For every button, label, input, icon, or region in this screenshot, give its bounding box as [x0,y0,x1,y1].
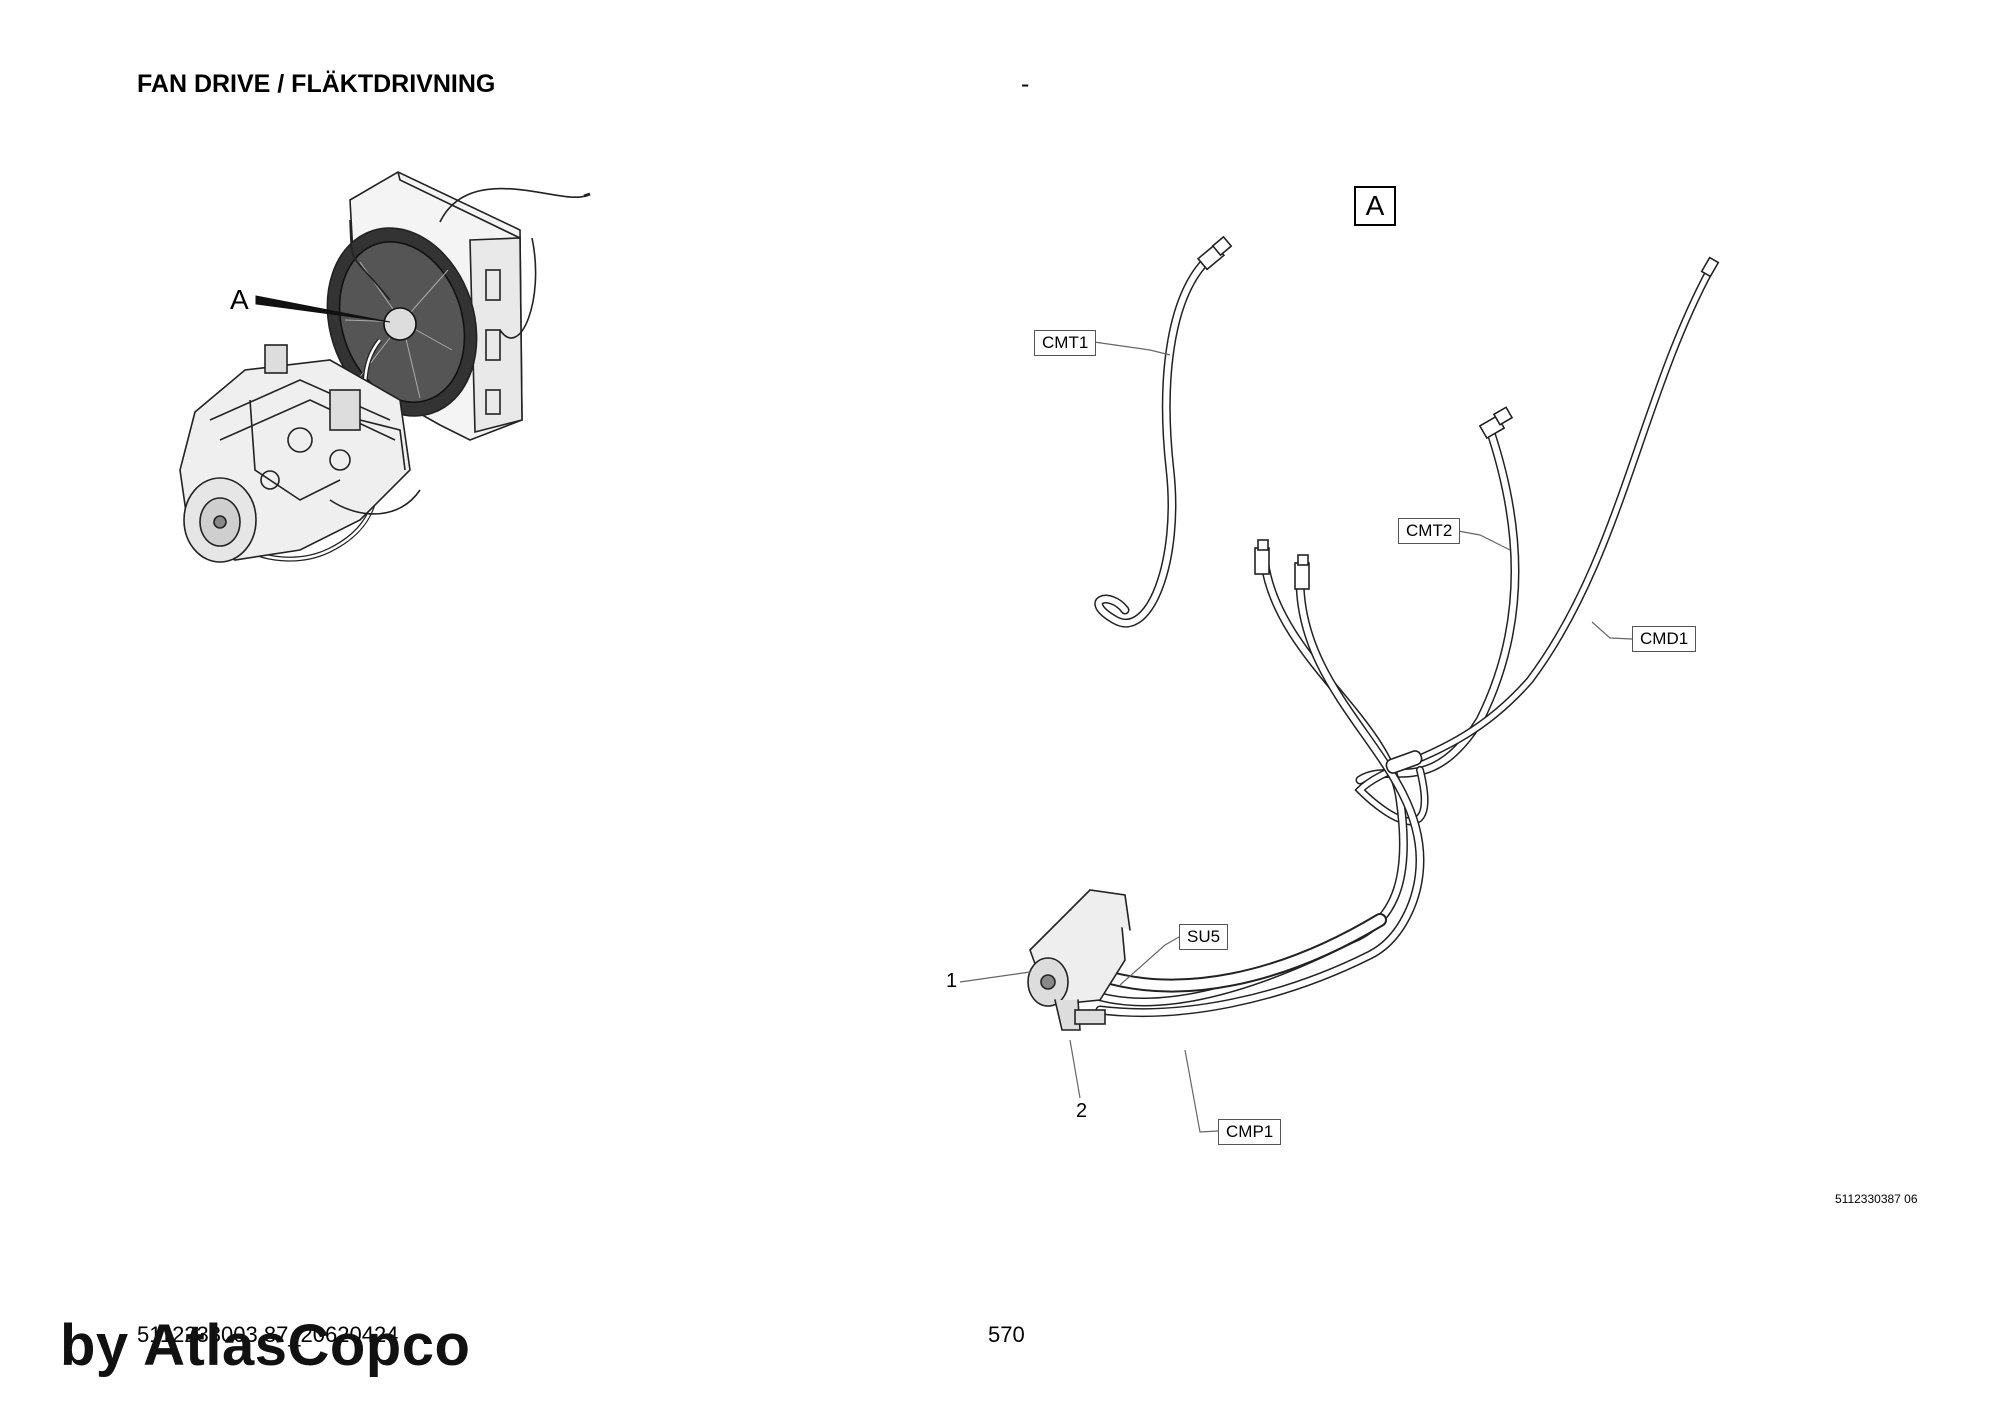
overview-detail-letter: A [230,284,249,315]
overview-assembly [179,171,591,563]
callout-cmd1: CMD1 [1632,626,1697,652]
callout-cmt2: CMT2 [1398,518,1461,544]
page-number: 570 [988,1322,1025,1347]
hose-suction [1093,913,1387,993]
document-number: 5112233003 87_20620424 [137,1322,399,1347]
watermark: by AtlasCopco [60,1313,471,1378]
page-title: FAN DRIVE / FLÄKTDRIVNING [137,70,496,98]
leader-cmt2 [1457,530,1511,551]
leader-item2 [1069,1039,1081,1099]
header-dash: - [1021,70,1030,98]
detail-a-leader [255,295,391,323]
leader-cmt1 [1093,341,1171,356]
fittings [1196,235,1720,590]
radiator-side [469,237,523,434]
leader-cmp1 [1184,1049,1219,1133]
leader-lines [959,341,1633,1133]
item-number-2: 2 [1076,1100,1088,1122]
leader-cmd1 [1591,621,1633,640]
hose-cmt2 [1355,425,1520,785]
fan-hub [383,307,417,341]
leader-item1 [959,971,1031,983]
callout-su5: SU5 [1179,924,1229,950]
drawing-code: 5112330387 06 [1835,1192,1918,1206]
hose-cmt1 [1094,257,1210,628]
item-number-1: 1 [946,970,958,992]
hose-clamp [1385,750,1423,774]
callout-cmt1: CMT1 [1034,330,1097,356]
leader-su5 [1119,936,1180,986]
hose-return [1095,575,1425,1018]
detail-view-label: A [1354,186,1396,226]
hose-assembly [1027,235,1720,1031]
callout-cmp1: CMP1 [1218,1119,1282,1145]
hydraulic-pump [1027,889,1131,1031]
hose-cmd1 [1354,266,1714,826]
